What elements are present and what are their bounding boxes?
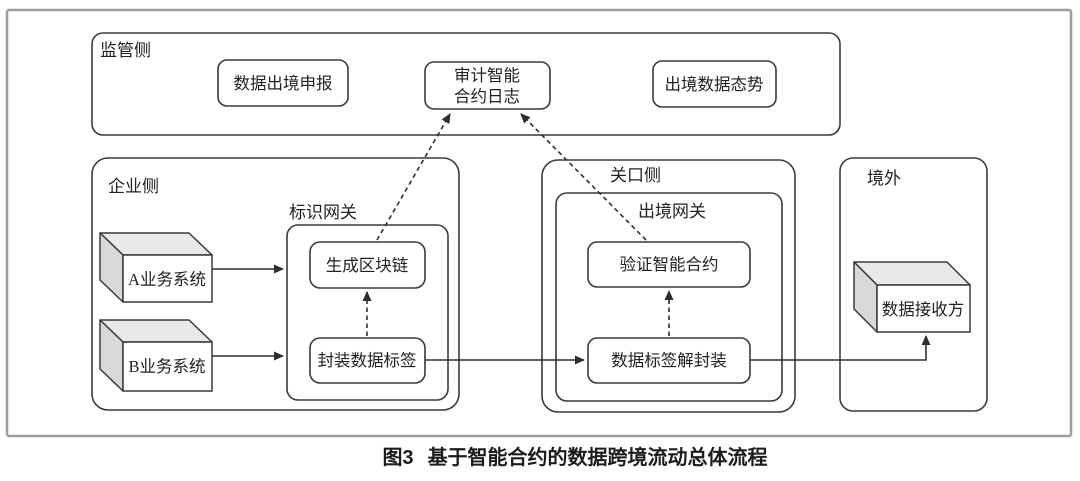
export-data-situation-node: [652, 60, 777, 108]
audit-smart-contract-log-node: [424, 61, 551, 110]
data-export-declaration-label: 数据出境申报: [234, 74, 333, 93]
audit-smart-contract-log-label-line2: 合约日志: [454, 87, 520, 106]
overseas-section: 境外 数据接收方: [839, 157, 988, 412]
regulator-section: 监管侧 数据出境申报 审计智能 合约日志 出境数据态势: [91, 32, 841, 136]
system-a-front-face: [122, 254, 213, 303]
data-receiver-label: 数据接收方: [882, 300, 965, 319]
generate-blockchain-label: 生成区块链: [326, 256, 409, 275]
checkpoint-section-box: [541, 159, 796, 413]
system-b-label: B业务系统: [128, 357, 205, 376]
arrow-generate-blockchain-to-audit-log: [376, 113, 451, 241]
overseas-section-label: 境外: [867, 169, 901, 188]
id-gateway-box: [286, 224, 449, 401]
system-b-front-face: [122, 341, 213, 392]
verify-smart-contract-label: 验证智能合约: [620, 255, 719, 274]
checkpoint-section-label: 关口侧: [610, 166, 661, 185]
overseas-section-box: [839, 157, 988, 412]
generate-blockchain-node: [309, 241, 426, 289]
exit-gateway-label: 出境网关: [638, 202, 706, 221]
figure-caption: 图3 基于智能合约的数据跨境流动总体流程: [382, 445, 767, 469]
id-gateway-label: 标识网关: [289, 203, 357, 222]
figure-outer-frame: [5, 8, 1073, 438]
connectors: [212, 113, 931, 365]
figure-caption-title: 基于智能合约的数据跨境流动总体流程: [428, 445, 768, 469]
export-data-situation-label: 出境数据态势: [665, 75, 764, 94]
enterprise-section-label: 企业侧: [108, 177, 159, 196]
exit-gateway-box: [555, 192, 783, 402]
regulator-section-label: 监管侧: [100, 41, 151, 60]
figure-caption-number: 图3: [382, 446, 413, 469]
data-receiver-3d-box: 数据接收方: [853, 261, 971, 333]
checkpoint-section: 关口侧 出境网关 验证智能合约 数据标签解封装: [541, 159, 796, 413]
regulator-section-box: [91, 32, 841, 136]
system-a-label: A业务系统: [128, 270, 206, 289]
audit-smart-contract-log-label-line1: 审计智能: [454, 66, 520, 85]
encapsulate-label-label: 封装数据标签: [318, 351, 417, 370]
enterprise-section-box: [91, 157, 460, 411]
system-b-3d-box: B业务系统: [99, 319, 213, 392]
arrow-decapsulate-to-data-receiver: [750, 335, 931, 361]
verify-smart-contract-node: [587, 241, 751, 288]
decapsulate-label-label: 数据标签解封装: [611, 351, 727, 370]
system-a-3d-box: A业务系统: [99, 232, 213, 303]
enterprise-section: 企业侧 A业务系统 B业务系统 标识网关 生成区块链 封装数据标签: [91, 157, 460, 411]
arrow-verify-contract-to-audit-log: [520, 113, 647, 241]
data-export-declaration-node: [217, 59, 349, 107]
data-receiver-front-face: [876, 284, 971, 333]
